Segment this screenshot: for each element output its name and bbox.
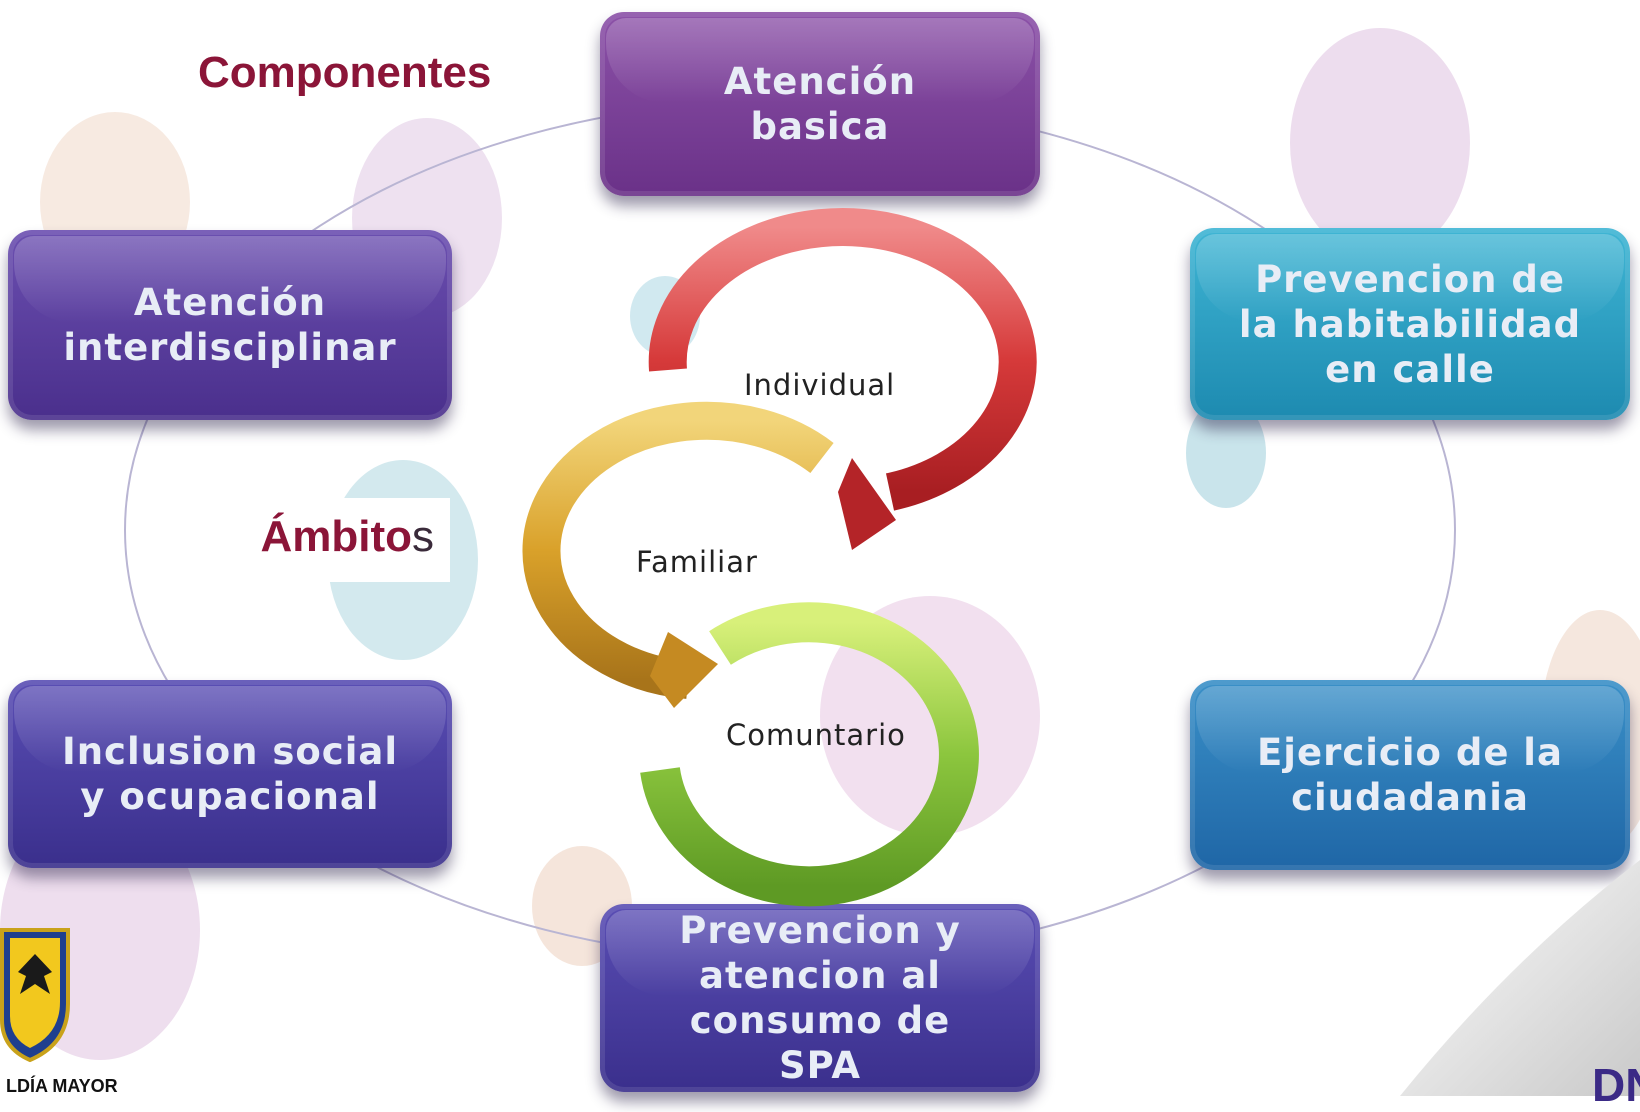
component-ejercicio-ciudadania: Ejercicio de la ciudadania	[1190, 680, 1630, 870]
coat-of-arms-icon	[0, 928, 70, 1063]
component-label: Ejercicio de la ciudadania	[1257, 731, 1563, 819]
ambitos-heading-tail: s	[412, 512, 434, 561]
component-label: Inclusion social y ocupacional	[61, 730, 399, 818]
component-label: Atención interdisciplinar	[63, 281, 397, 369]
component-prevencion-habitabilidad: Prevencion de la habitabilidad en calle	[1190, 228, 1630, 420]
component-label: Atención basica	[723, 60, 917, 148]
logo-text: LDÍA MAYOR	[6, 1076, 118, 1096]
brand-logo-icon: DN	[1592, 1059, 1640, 1111]
individual-arrow	[648, 208, 1037, 550]
component-label: Prevencion de la habitabilidad en calle	[1238, 257, 1582, 391]
ambito-label-familiar: Familiar	[636, 545, 758, 579]
components-heading: Componentes	[198, 48, 492, 97]
familiar-arrow	[522, 401, 834, 708]
component-atencion-interdisciplinar: Atención interdisciplinar	[8, 230, 452, 420]
ambito-label-comunitario: Comuntario	[726, 718, 906, 752]
ambitos-heading: Ámbitos	[260, 512, 434, 562]
ambitos-heading-main: Ámbito	[260, 512, 412, 561]
component-prevencion-consumo: Prevencion y atencion al consumo de SPA	[600, 904, 1040, 1092]
ambitos-heading-panel: Ámbitos	[140, 498, 450, 582]
component-atencion-basica: Atención basica	[600, 12, 1040, 196]
comunitario-arrow	[640, 602, 979, 907]
background-blob	[1290, 28, 1470, 258]
ambito-label-individual: Individual	[744, 368, 896, 402]
component-label: Prevencion y atencion al consumo de SPA	[679, 909, 961, 1087]
component-inclusion-social: Inclusion social y ocupacional	[8, 680, 452, 868]
